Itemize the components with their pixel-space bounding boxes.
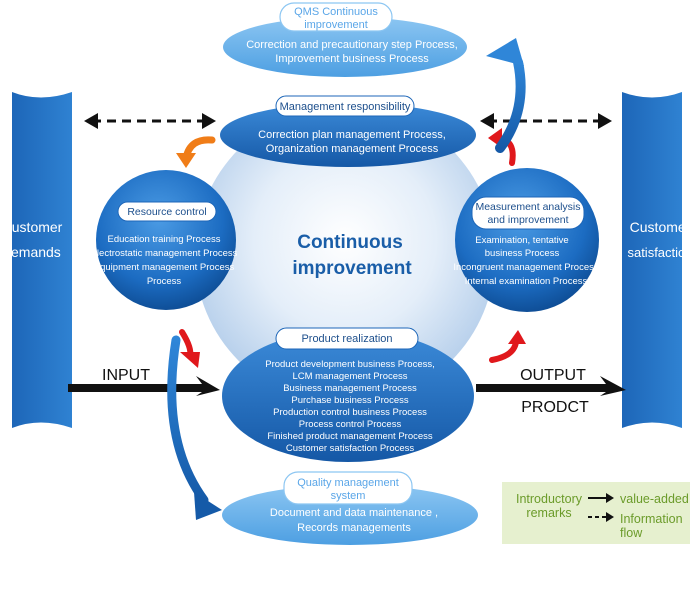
measurement-body-1: Examination, tentative: [475, 235, 568, 246]
management-ellipse: [220, 103, 476, 167]
product-body-7: Finished product management Process: [267, 431, 433, 442]
legend-arrows: [588, 493, 614, 522]
red-arrow-resource-to-product: [179, 329, 200, 368]
measurement-body-4: Internal examination Process: [465, 276, 588, 287]
orange-curved-arrow: [176, 136, 216, 168]
resource-body-3: Equipment management Process: [94, 262, 235, 273]
quality-body-1: Document and data maintenance ,: [270, 507, 438, 519]
qms-title-1: QMS Continuous: [294, 6, 378, 18]
product-body-8: Customer satisfaction Process: [286, 443, 415, 454]
center-title-2: improvement: [292, 258, 412, 279]
central-sphere: [195, 105, 495, 405]
product-label: PRODCT: [521, 399, 589, 416]
center-title-1: Continuous: [297, 232, 403, 253]
product-body-5: Production control business Process: [273, 407, 427, 418]
customer-satisfaction-panel: [622, 92, 682, 428]
qms-title-2: improvement: [304, 19, 368, 31]
product-body-3: Business management Process: [283, 383, 417, 394]
product-ellipse: [222, 330, 474, 462]
quality-body-2: Records managements: [297, 522, 411, 534]
product-body-1: Product development business Process,: [265, 359, 435, 370]
legend-value-added: value-added: [620, 492, 689, 506]
input-label: INPUT: [102, 367, 150, 384]
measurement-title-1: Measurement analysis: [475, 201, 580, 213]
legend-solid-arrow: [588, 493, 614, 503]
quality-title-1: Quality management: [297, 477, 399, 489]
resource-body-1: Education training Process: [107, 234, 220, 245]
resource-title-box: [117, 201, 217, 222]
resource-body-2: Electrostatic management Process: [91, 248, 238, 259]
output-label: OUTPUT: [520, 367, 586, 384]
customer-demands-panel: [12, 92, 72, 428]
left-information-flow-arrow: [84, 113, 216, 129]
customer-satisfaction-label-2: satisfaction: [627, 245, 692, 260]
legend-information-flow-1: Information: [620, 512, 683, 526]
measurement-title-2: and improvement: [487, 214, 568, 226]
customer-satisfaction-label-1: Customer: [630, 219, 691, 235]
qms-title-box: [279, 2, 393, 32]
blue-arrow-to-quality: [167, 335, 222, 520]
resource-title: Resource control: [127, 206, 206, 218]
legend-dashed-arrow: [588, 512, 614, 522]
qms-body-2: Improvement business Process: [275, 53, 429, 65]
measurement-body-2: business Process: [485, 248, 560, 259]
qms-ellipse: [223, 17, 467, 77]
product-title-box: [275, 327, 419, 350]
customer-demands-label-2: demands: [3, 244, 61, 260]
product-body-2: LCM management Process: [292, 371, 407, 382]
input-arrow: [68, 376, 220, 396]
management-title-box: [275, 95, 415, 117]
right-information-flow-arrow: [480, 113, 612, 129]
legend-title-line-2: remarks: [526, 506, 572, 520]
blue-arrow-to-qms: [486, 38, 526, 153]
quality-ellipse: [222, 485, 478, 545]
management-body-1: Correction plan management Process,: [258, 129, 446, 141]
management-title: Management responsibility: [280, 101, 411, 113]
quality-title-2: system: [331, 490, 366, 502]
product-body-4: Purchase business Process: [291, 395, 408, 406]
red-arrow-product-to-measurement: [489, 330, 526, 363]
legend-title-line-1: Introductory: [515, 492, 582, 506]
qms-body-1: Correction and precautionary step Proces…: [246, 39, 458, 51]
customer-demands-label-1: Customer: [2, 219, 63, 235]
measurement-title-box: [471, 196, 585, 230]
output-arrow: [476, 376, 626, 396]
legend-information-flow-2: flow: [620, 526, 643, 540]
legend-box: Introductory remarks value-added Informa…: [502, 482, 690, 544]
measurement-body-3: Incongruent management Process: [453, 262, 598, 273]
product-body-6: Process control Process: [299, 419, 402, 430]
legend-title: Introductory remarks: [506, 492, 592, 520]
quality-title-box: [283, 471, 413, 505]
resource-body-4: Process: [147, 276, 182, 287]
product-title: Product realization: [301, 333, 392, 345]
management-body-2: Organization management Process: [266, 143, 439, 155]
